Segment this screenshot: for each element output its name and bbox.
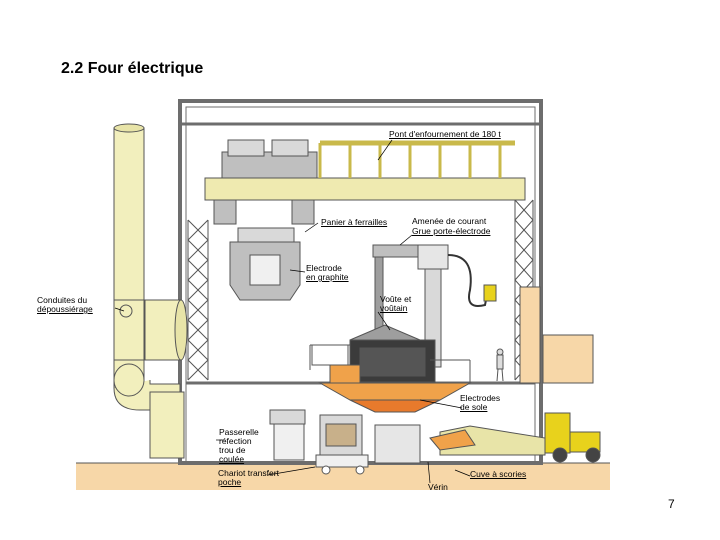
duct-connector — [119, 304, 133, 318]
crane-girder — [204, 140, 526, 201]
ladle-area — [269, 409, 421, 475]
label-current-line2: Grue porte-électrode — [412, 226, 491, 236]
leader-lines — [114, 139, 471, 484]
label-walkway-line4: coulée — [219, 454, 245, 464]
label-ducts-line2: dépoussiérage — [37, 304, 93, 314]
dust-duct — [113, 123, 188, 459]
label-roof-line2: voûtain — [380, 303, 408, 313]
label-walkway-line2: réfection — [219, 436, 252, 446]
label-electrode-line1: Electrode — [306, 263, 342, 273]
label-slag: Cuve à scories — [470, 469, 527, 479]
label-crane: Pont d'enfournement de 180 t — [389, 129, 501, 139]
label-walkway-line3: trou de — [219, 445, 246, 455]
label-roof-line1: Voûte et — [380, 294, 412, 304]
electrode-crane — [372, 244, 497, 368]
side-building — [542, 334, 594, 384]
page-number: 7 — [668, 497, 675, 511]
slag-truck — [429, 412, 601, 463]
label-ladle-line1: Chariot transfert — [218, 468, 279, 478]
right-wall-block — [519, 286, 541, 384]
left-truss-column — [187, 219, 209, 381]
label-sole-line2: de sole — [460, 402, 488, 412]
platform — [309, 344, 471, 383]
label-walkway-line1: Passerelle — [219, 427, 259, 437]
page-title: 2.2 Four électrique — [61, 60, 204, 77]
label-ducts-line1: Conduites du — [37, 295, 88, 305]
furnace-body — [311, 324, 472, 413]
label-jack: Vérin — [428, 482, 448, 492]
worker-figure — [496, 348, 504, 382]
label-sole-line1: Electrodes — [460, 393, 501, 403]
crane-trolley — [213, 139, 318, 225]
scrap-basket — [229, 227, 301, 301]
label-electrode-line2: en graphite — [306, 272, 349, 282]
label-basket: Panier à ferrailles — [321, 217, 388, 227]
label-current-line1: Amenée de courant — [412, 216, 487, 226]
label-ladle-line2: poche — [218, 477, 242, 487]
